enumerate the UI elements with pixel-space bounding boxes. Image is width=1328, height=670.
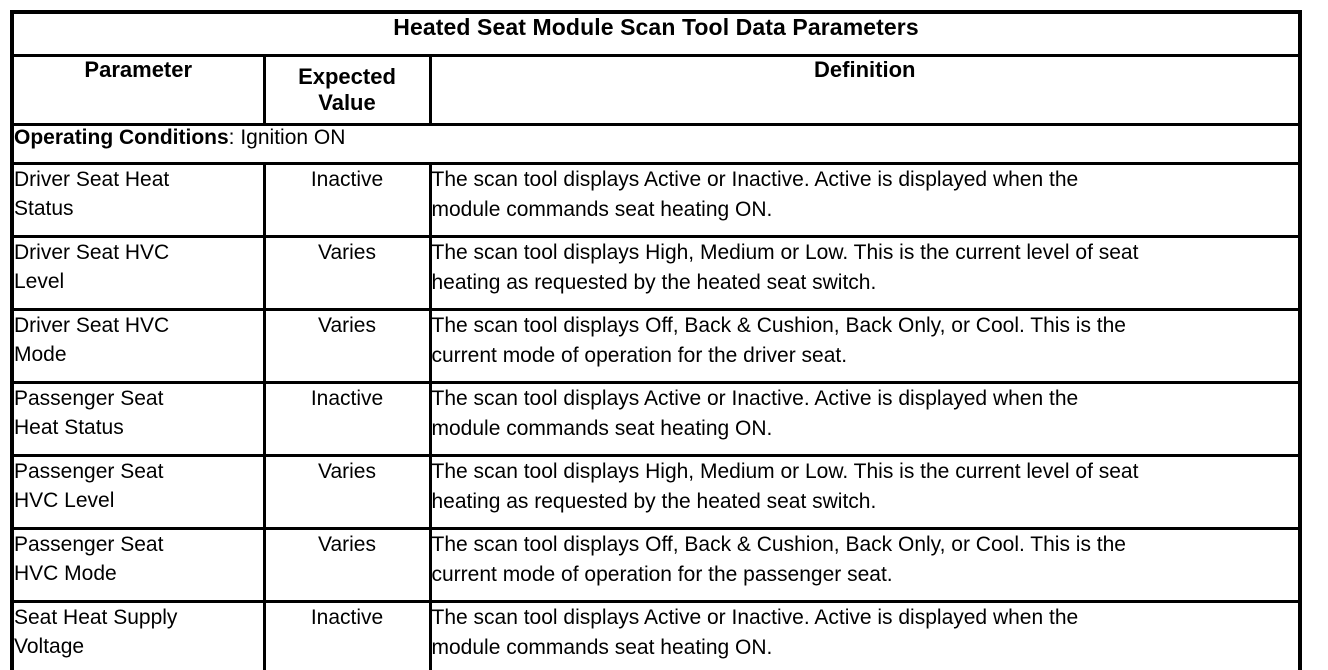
parameter-cell: Driver Seat HVC Mode [10,308,266,384]
table-title: Heated Seat Module Scan Tool Data Parame… [10,10,1302,57]
definition-cell: The scan tool displays High, Medium or L… [428,454,1302,530]
definition-line2: module commands seat heating ON. [431,417,773,440]
expected-value-cell: Varies [262,308,432,384]
operating-conditions-value: Ignition ON [240,126,346,149]
table-row: Driver Seat HVC Mode Varies The scan too… [10,308,1302,384]
operating-conditions-cell: Operating Conditions: Ignition ON [10,123,1302,165]
expected-value-cell: Varies [262,527,432,603]
parameter-line2: HVC Mode [14,562,117,585]
column-header-definition: Definition [428,54,1302,126]
parameter-cell: Passenger Seat Heat Status [10,381,266,457]
definition-line2: module commands seat heating ON. [431,198,773,221]
column-header-parameter: Parameter [10,54,266,126]
definition-line2: heating as requested by the heated seat … [431,490,877,513]
parameter-line1: Passenger Seat [14,460,164,483]
table-row: Seat Heat Supply Voltage Inactive The sc… [10,600,1302,670]
parameter-line2: Level [14,270,65,293]
expected-value-cell: Varies [262,235,432,311]
parameter-line1: Passenger Seat [14,533,164,556]
table-header-row: Parameter Expected Value Definition [10,54,1302,126]
definition-line1: The scan tool displays Off, Back & Cushi… [431,314,1126,337]
definition-line1: The scan tool displays Active or Inactiv… [431,387,1079,410]
definition-line1: The scan tool displays High, Medium or L… [431,241,1139,264]
expected-value-cell: Inactive [262,381,432,457]
definition-cell: The scan tool displays Active or Inactiv… [428,162,1302,238]
definition-line2: current mode of operation for the driver… [431,344,848,367]
parameter-cell: Seat Heat Supply Voltage [10,600,266,670]
definition-line2: current mode of operation for the passen… [431,563,893,586]
operating-conditions-row: Operating Conditions: Ignition ON [10,123,1302,165]
parameter-line1: Seat Heat Supply [14,606,178,629]
parameter-line2: Voltage [14,635,85,658]
parameter-cell: Driver Seat Heat Status [10,162,266,238]
definition-cell: The scan tool displays Off, Back & Cushi… [428,308,1302,384]
operating-conditions-label: Operating Conditions [14,126,229,149]
column-header-expected-value: Expected Value [262,54,432,126]
definition-line2: heating as requested by the heated seat … [431,271,877,294]
column-header-expected-value-line2: Value [318,90,376,115]
parameter-line2: Status [14,197,74,220]
parameter-line1: Driver Seat HVC [14,241,170,264]
expected-value-cell: Inactive [262,600,432,670]
scan-tool-data-table-wrapper: Heated Seat Module Scan Tool Data Parame… [10,10,1303,670]
parameter-line2: HVC Level [14,489,115,512]
table-row: Passenger Seat Heat Status Inactive The … [10,381,1302,457]
parameter-cell: Passenger Seat HVC Mode [10,527,266,603]
definition-line2: module commands seat heating ON. [431,636,773,659]
definition-line1: The scan tool displays Active or Inactiv… [431,606,1079,629]
operating-conditions-separator: : [228,126,235,149]
parameter-line1: Driver Seat Heat [14,168,170,191]
table-row: Driver Seat Heat Status Inactive The sca… [10,162,1302,238]
definition-cell: The scan tool displays High, Medium or L… [428,235,1302,311]
definition-cell: The scan tool displays Off, Back & Cushi… [428,527,1302,603]
definition-line1: The scan tool displays Off, Back & Cushi… [431,533,1126,556]
definition-cell: The scan tool displays Active or Inactiv… [428,600,1302,670]
parameter-cell: Passenger Seat HVC Level [10,454,266,530]
definition-line1: The scan tool displays Active or Inactiv… [431,168,1079,191]
parameter-line2: Mode [14,343,67,366]
parameter-cell: Driver Seat HVC Level [10,235,266,311]
expected-value-cell: Varies [262,454,432,530]
parameter-line2: Heat Status [14,416,124,439]
parameter-line1: Passenger Seat [14,387,164,410]
table-row: Passenger Seat HVC Level Varies The scan… [10,454,1302,530]
definition-line1: The scan tool displays High, Medium or L… [431,460,1139,483]
expected-value-cell: Inactive [262,162,432,238]
table-row: Driver Seat HVC Level Varies The scan to… [10,235,1302,311]
table-row: Passenger Seat HVC Mode Varies The scan … [10,527,1302,603]
definition-cell: The scan tool displays Active or Inactiv… [428,381,1302,457]
column-header-expected-value-line1: Expected [298,64,396,89]
table-title-row: Heated Seat Module Scan Tool Data Parame… [10,10,1302,57]
parameter-line1: Driver Seat HVC [14,314,170,337]
scan-tool-data-table: Heated Seat Module Scan Tool Data Parame… [10,10,1303,670]
